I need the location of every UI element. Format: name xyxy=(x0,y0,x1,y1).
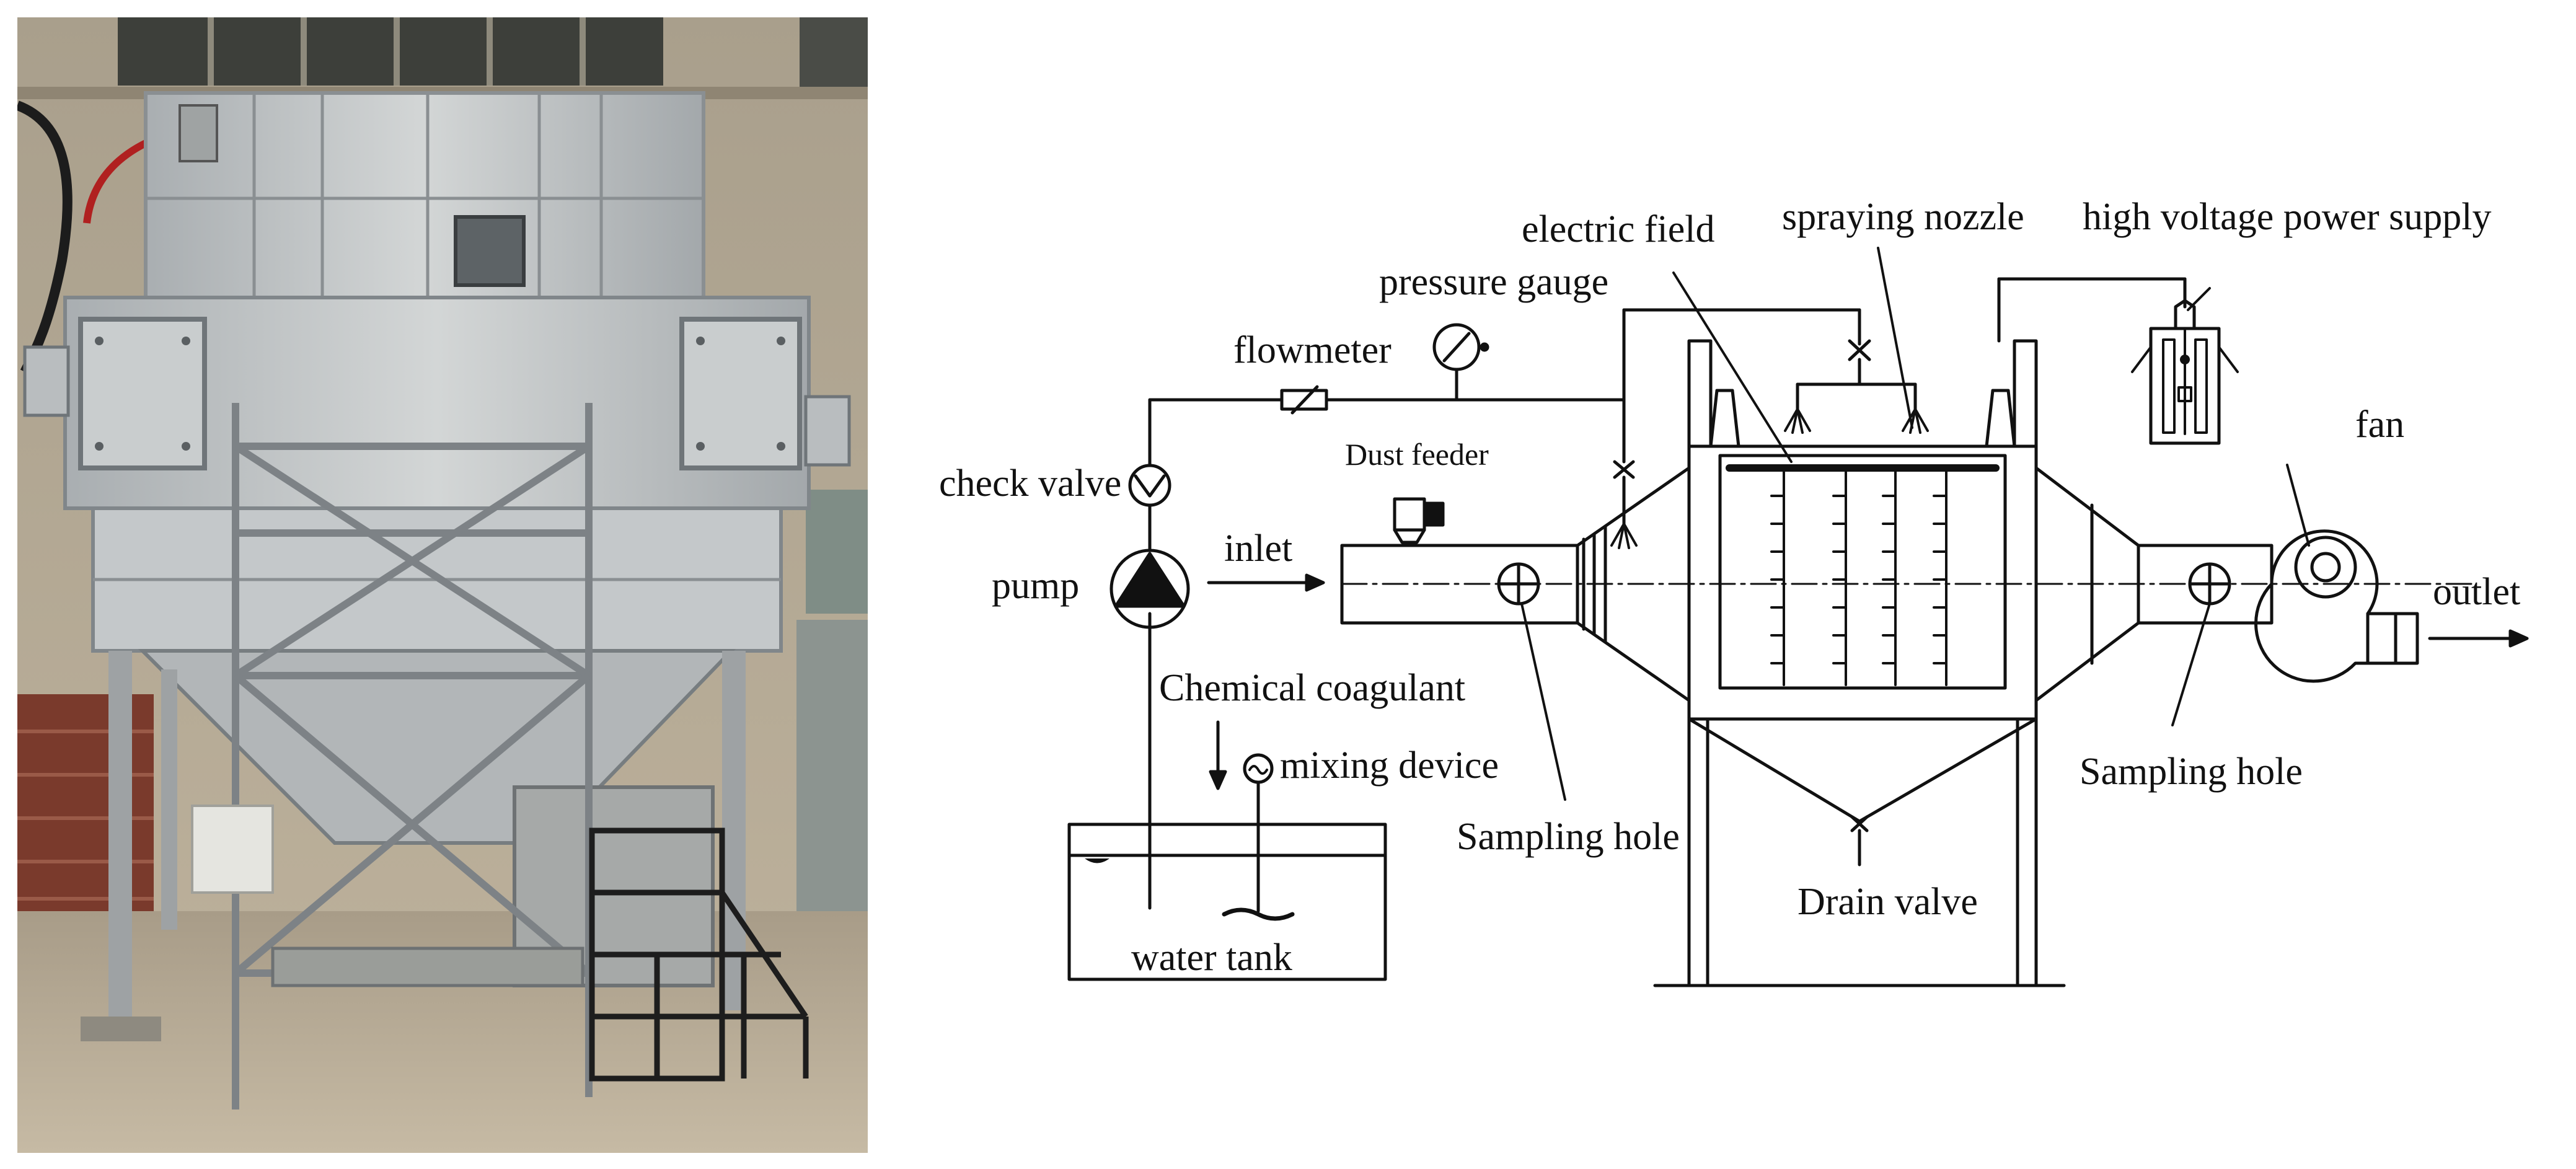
outlet-arrow xyxy=(2428,629,2529,648)
label-chemical-coagulant: Chemical coagulant xyxy=(1159,667,1465,709)
label-sampling-hole-right: Sampling hole xyxy=(2080,751,2303,793)
fan-symbol xyxy=(2254,529,2419,683)
schematic-diagram xyxy=(1067,247,2529,987)
label-fan: fan xyxy=(2355,404,2404,446)
label-spraying-nozzle: spraying nozzle xyxy=(1782,196,2024,238)
label-inlet: inlet xyxy=(1224,527,1292,570)
drain-valve-symbol xyxy=(1850,815,1869,867)
label-check-valve: check valve xyxy=(939,462,1121,505)
spray-nozzles xyxy=(1784,408,1929,434)
label-drain-valve: Drain valve xyxy=(1797,881,1978,923)
label-outlet: outlet xyxy=(2433,571,2520,613)
label-sampling-hole-left: Sampling hole xyxy=(1457,816,1680,858)
coagulant-arrow xyxy=(1209,720,1227,790)
equipment-photo xyxy=(17,17,868,1153)
label-water-tank: water tank xyxy=(1131,937,1292,979)
label-pressure-gauge: pressure gauge xyxy=(1379,261,1608,303)
mixing-device-symbol xyxy=(1222,753,1295,921)
label-mixing-device: mixing device xyxy=(1280,744,1499,787)
electrode-array xyxy=(1770,470,1947,686)
label-dust-feeder: Dust feeder xyxy=(1345,437,1489,472)
leader-lines xyxy=(1455,247,2310,801)
flowmeter-symbol xyxy=(1280,385,1328,415)
water-tank xyxy=(1067,823,1387,981)
hv-power-supply-symbol xyxy=(1997,277,2239,445)
label-high-voltage-power-supply: high voltage power supply xyxy=(2083,196,2492,238)
inlet-arrow xyxy=(1207,573,1325,592)
label-flowmeter: flowmeter xyxy=(1233,329,1392,371)
label-electric-field: electric field xyxy=(1522,208,1715,250)
diagram-labels: electric field spraying nozzle high volt… xyxy=(939,196,2520,979)
label-pump: pump xyxy=(992,565,1079,607)
